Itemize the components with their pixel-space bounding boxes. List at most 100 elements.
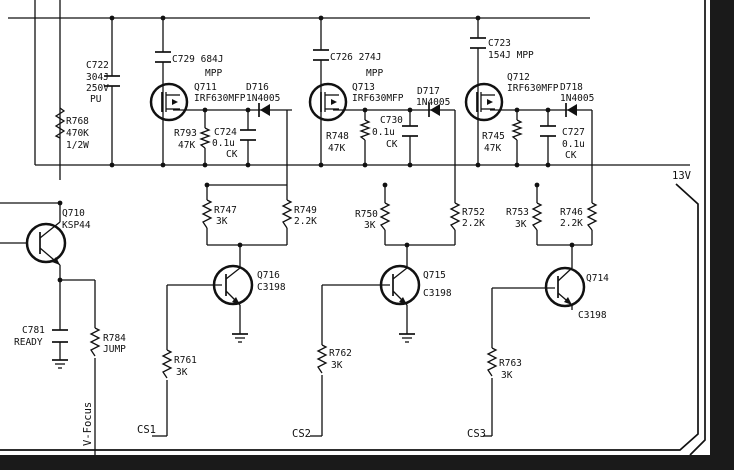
wires — [0, 0, 706, 456]
ground-symbol — [52, 359, 68, 369]
svg-text:2.2K: 2.2K — [560, 218, 583, 229]
r793-label: R793 47K — [174, 128, 197, 151]
svg-text:R784: R784 — [103, 333, 126, 344]
resistor-r761-symbol — [161, 349, 173, 379]
svg-text:C727: C727 — [562, 127, 585, 138]
capacitor-c730-symbol — [402, 125, 418, 137]
q716-label: Q716 C3198 — [257, 270, 286, 293]
svg-text:IRF630MFP: IRF630MFP — [507, 83, 559, 94]
svg-text:KSP44: KSP44 — [62, 220, 91, 231]
svg-text:154J MPP: 154J MPP — [488, 50, 534, 61]
svg-text:R752: R752 — [462, 207, 485, 218]
transistor-q716-symbol — [212, 264, 254, 306]
resistor-r750-symbol — [379, 202, 391, 231]
svg-text:3K: 3K — [176, 367, 188, 378]
resistor-r768-symbol — [54, 107, 66, 139]
transistor-q715-symbol — [379, 264, 421, 306]
svg-text:1/2W: 1/2W — [66, 140, 89, 151]
svg-text:3K: 3K — [515, 219, 527, 230]
svg-text:IRF630MFP: IRF630MFP — [352, 93, 404, 104]
svg-text:3K: 3K — [331, 360, 343, 371]
svg-text:MPP: MPP — [366, 68, 383, 79]
svg-text:IRF630MFP: IRF630MFP — [194, 93, 246, 104]
svg-text:C781: C781 — [22, 325, 45, 336]
v-focus-net-label: V-Focus — [82, 402, 94, 446]
r746-label: R746 2.2K — [560, 207, 583, 229]
supply-13v-label: 13V — [672, 170, 692, 182]
svg-text:Q711: Q711 — [194, 82, 217, 93]
capacitor-c724-symbol — [240, 129, 256, 141]
cs1-net-label: CS1 — [137, 424, 156, 436]
svg-text:250V: 250V — [86, 83, 109, 94]
capacitor-c781-symbol — [52, 329, 68, 343]
diode-d718-symbol — [565, 103, 577, 117]
c727-label: C727 0.1u CK — [562, 127, 585, 161]
capacitor-c723-symbol — [470, 37, 486, 49]
capacitor-c722-symbol — [104, 75, 120, 87]
svg-text:C3198: C3198 — [423, 288, 452, 299]
svg-text:D717: D717 — [417, 86, 440, 97]
svg-text:304J: 304J — [86, 72, 109, 83]
resistor-r763-symbol — [486, 347, 498, 377]
d716-label: D716 1N4005 — [246, 82, 280, 104]
svg-text:Q713: Q713 — [352, 82, 375, 93]
transistor-q714-symbol — [544, 266, 586, 308]
r750-label: R750 3K — [355, 209, 378, 231]
c726-label: C726 274J MPP — [330, 52, 383, 79]
svg-text:R768: R768 — [66, 116, 89, 127]
svg-text:Q715: Q715 — [423, 270, 446, 281]
c724-label: C724 0.1u CK — [212, 127, 238, 160]
cs3-net-label: CS3 — [467, 428, 486, 440]
resistor-r762-symbol — [316, 344, 328, 374]
r762-label: R762 3K — [329, 348, 352, 371]
capacitor-c726-symbol — [313, 49, 329, 61]
resistor-r748-symbol — [359, 119, 371, 141]
svg-text:1N4005: 1N4005 — [246, 93, 280, 104]
svg-text:R793: R793 — [174, 128, 197, 139]
svg-text:47K: 47K — [178, 140, 195, 151]
svg-text:3K: 3K — [216, 216, 228, 227]
svg-text:C729 684J: C729 684J — [172, 54, 223, 65]
ground-symbol — [399, 333, 415, 343]
q712-label: Q712 IRF630MFP — [507, 72, 559, 94]
resistor-r752-symbol — [449, 202, 461, 231]
resistor-r746-symbol — [586, 202, 598, 231]
svg-text:2.2K: 2.2K — [294, 216, 317, 227]
c722-label: C722 304J 250V PU — [86, 60, 109, 105]
resistor-r747-symbol — [201, 199, 213, 229]
mosfet-q713-symbol — [308, 82, 348, 122]
svg-text:PU: PU — [90, 94, 102, 105]
svg-text:3K: 3K — [501, 370, 513, 381]
q713-label: Q713 IRF630MFP — [352, 82, 404, 104]
r784-label: R784 JUMP — [103, 333, 126, 355]
transistor-q710-symbol — [25, 221, 67, 266]
svg-text:0.1u: 0.1u — [372, 127, 395, 138]
svg-text:C722: C722 — [86, 60, 109, 71]
svg-text:R763: R763 — [499, 358, 522, 369]
q715-label: Q715 C3198 — [423, 270, 452, 299]
capacitor-c727-symbol — [540, 125, 556, 137]
svg-text:R753: R753 — [506, 207, 529, 218]
r745-label: R745 47K — [482, 131, 505, 154]
ground-symbol — [232, 333, 248, 343]
r768-label: R768 470K 1/2W — [66, 116, 89, 151]
c781-label: C781 READY — [14, 325, 45, 348]
resistor-r784-symbol — [89, 327, 101, 357]
svg-text:Q710: Q710 — [62, 208, 85, 219]
resistor-r745-symbol — [511, 119, 523, 141]
diode-d716-symbol — [258, 103, 270, 117]
svg-text:C724: C724 — [214, 127, 237, 138]
r763-label: R763 3K — [499, 358, 522, 381]
svg-text:C3198: C3198 — [578, 310, 607, 321]
svg-text:R762: R762 — [329, 348, 352, 359]
svg-text:R748: R748 — [326, 131, 349, 142]
d718-label: D718 1N4005 — [560, 82, 594, 104]
svg-text:R750: R750 — [355, 209, 378, 220]
cs2-net-label: CS2 — [292, 428, 311, 440]
svg-text:CK: CK — [386, 139, 398, 150]
c723-label: C723 154J MPP — [488, 38, 534, 61]
svg-text:47K: 47K — [328, 143, 345, 154]
svg-text:C3198: C3198 — [257, 282, 286, 293]
r747-label: R747 3K — [214, 205, 237, 227]
svg-text:3K: 3K — [364, 220, 376, 231]
